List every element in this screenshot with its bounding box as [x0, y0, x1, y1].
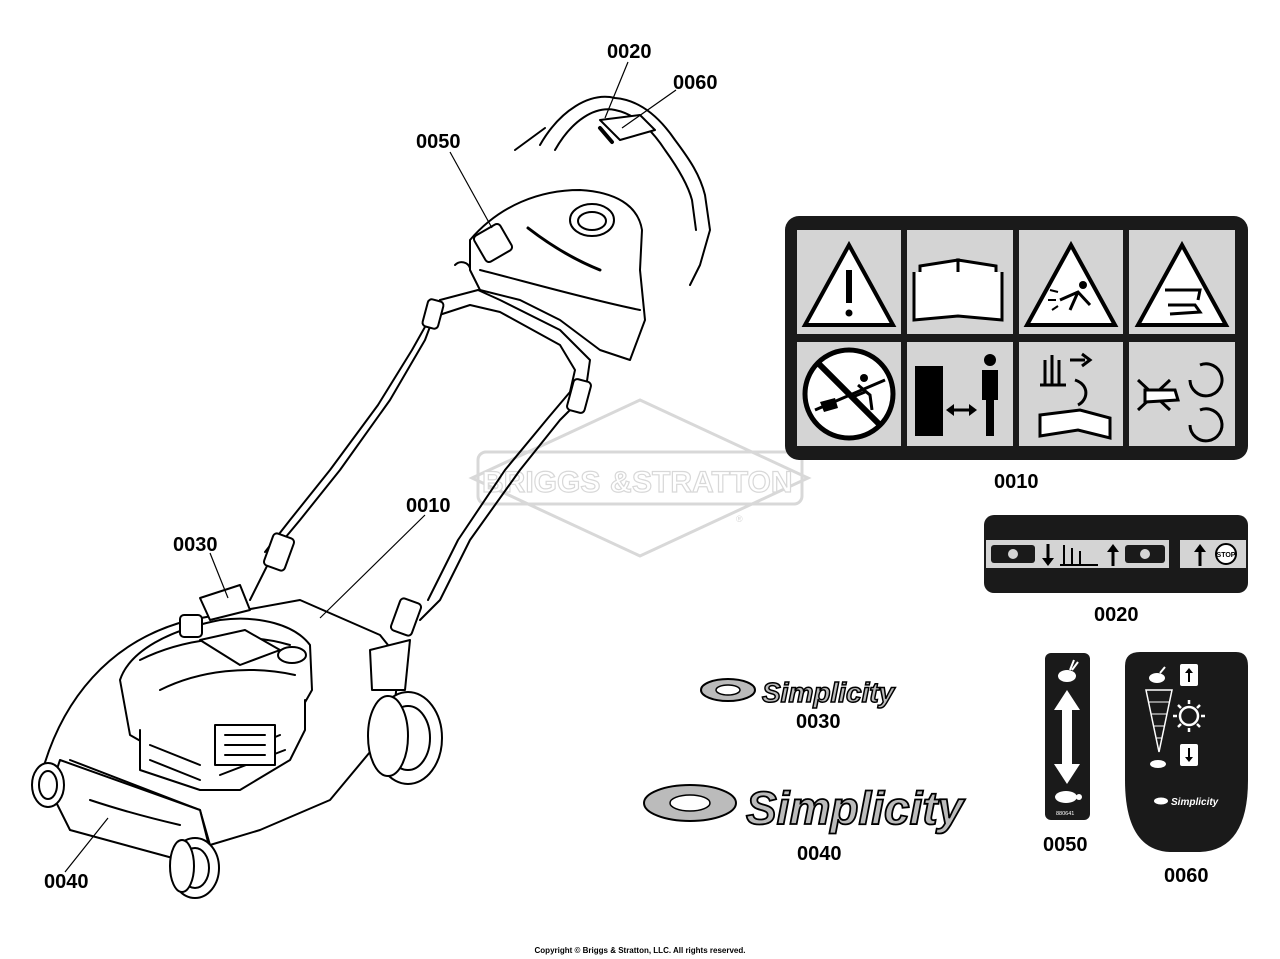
callout-0040-mower: 0040 — [44, 871, 89, 893]
choke-icon — [1173, 700, 1205, 732]
speed-range-arrow-icon — [1054, 690, 1080, 784]
throttle-wedge-icon — [1145, 689, 1173, 753]
distance-icon — [915, 354, 998, 436]
maintenance-icon — [1038, 352, 1112, 440]
manual-icon — [912, 258, 1004, 322]
thrown-object-icon — [1023, 240, 1119, 327]
callout-0050-decal: 0050 — [1043, 834, 1088, 856]
decal-0060-throttle: Simplicity 0060 — [1125, 652, 1248, 887]
down-button-icon — [1180, 744, 1198, 766]
decal-0010-safety: 0010 — [785, 216, 1248, 493]
decal-0020-control: STOP 0020 — [984, 515, 1248, 626]
no-slope-icon — [802, 347, 896, 441]
warning-icon — [801, 240, 897, 327]
stop-up-arrow-icon — [1194, 544, 1206, 566]
up-arrow-icon — [1107, 544, 1119, 566]
logo-large-text: Simplicity — [746, 782, 966, 834]
throttle-logo-text: Simplicity — [1171, 797, 1219, 808]
watermark-right: STRATTON — [632, 466, 793, 499]
decal-0030-logo: Simplicity 0030 — [700, 676, 896, 733]
watermark-logo: BRIGGS & STRATTON ® — [468, 398, 812, 558]
copyright-notice: Copyright © Briggs & Stratton, LLC. All … — [534, 946, 746, 955]
callout-0050-mower: 0050 — [416, 131, 461, 153]
watermark-registered: ® — [736, 514, 743, 524]
callout-0060-decal: 0060 — [1164, 865, 1209, 887]
watermark-left: BRIGGS — [482, 466, 600, 499]
callout-0010-decal: 0010 — [994, 471, 1039, 493]
decal-0050-speed: 880641 0050 — [1043, 653, 1090, 856]
blade-hazard-icon — [1134, 240, 1230, 327]
fast-icon — [1149, 666, 1166, 683]
callout-0020-decal: 0020 — [1094, 604, 1139, 626]
engage-icon — [1060, 545, 1098, 566]
turtle-icon — [1055, 791, 1082, 803]
rotating-blade-icon — [1136, 362, 1224, 443]
callout-0030-mower: 0030 — [173, 534, 218, 556]
logo-small-text: Simplicity — [762, 677, 896, 708]
rabbit-icon — [1058, 659, 1079, 682]
mower-illustration — [31, 95, 711, 899]
down-arrow-icon — [1042, 544, 1054, 566]
callout-0060-mower: 0060 — [673, 72, 718, 94]
callout-0010-mower: 0010 — [406, 495, 451, 517]
callout-0040-decal: 0040 — [797, 843, 842, 865]
stop-label: STOP — [1217, 552, 1236, 559]
callout-0030-decal: 0030 — [796, 711, 841, 733]
speed-part-number: 880641 — [1056, 811, 1074, 817]
callout-0020-mower: 0020 — [607, 41, 652, 63]
mower-callouts: 0020 0060 0050 0010 0030 0040 — [44, 41, 718, 893]
decal-0040-logo: Simplicity 0040 — [643, 781, 967, 865]
slow-icon — [1150, 760, 1166, 768]
up-button-icon — [1180, 664, 1198, 686]
watermark-amp: & — [610, 466, 632, 499]
